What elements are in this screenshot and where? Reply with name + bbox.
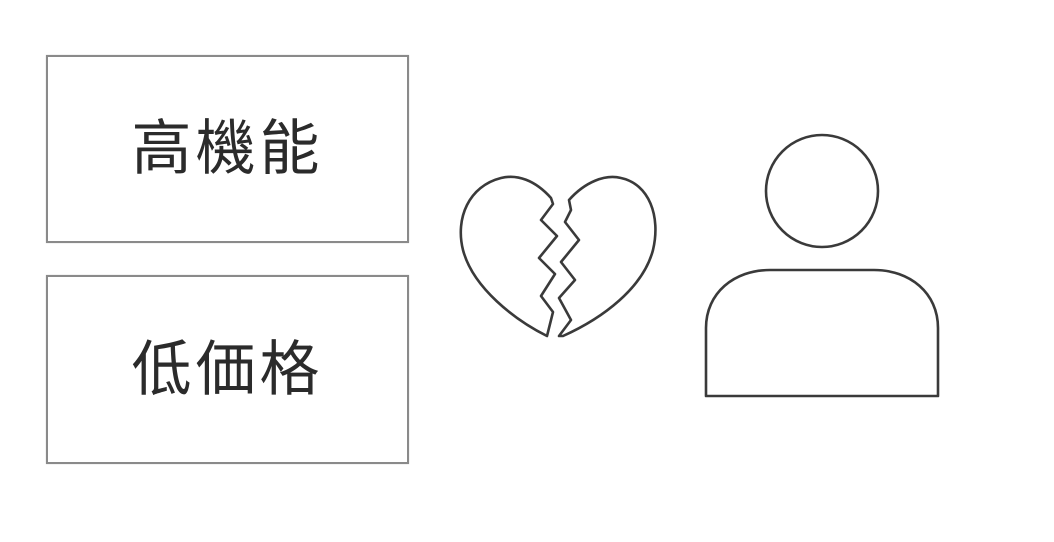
broken-heart-icon bbox=[455, 170, 661, 350]
feature-label-high-performance: 高機能 bbox=[131, 114, 324, 184]
feature-box-high-performance: 高機能 bbox=[46, 55, 409, 243]
feature-label-low-price: 低価格 bbox=[131, 334, 324, 405]
person-icon bbox=[700, 128, 946, 403]
feature-box-low-price: 低価格 bbox=[46, 275, 409, 464]
